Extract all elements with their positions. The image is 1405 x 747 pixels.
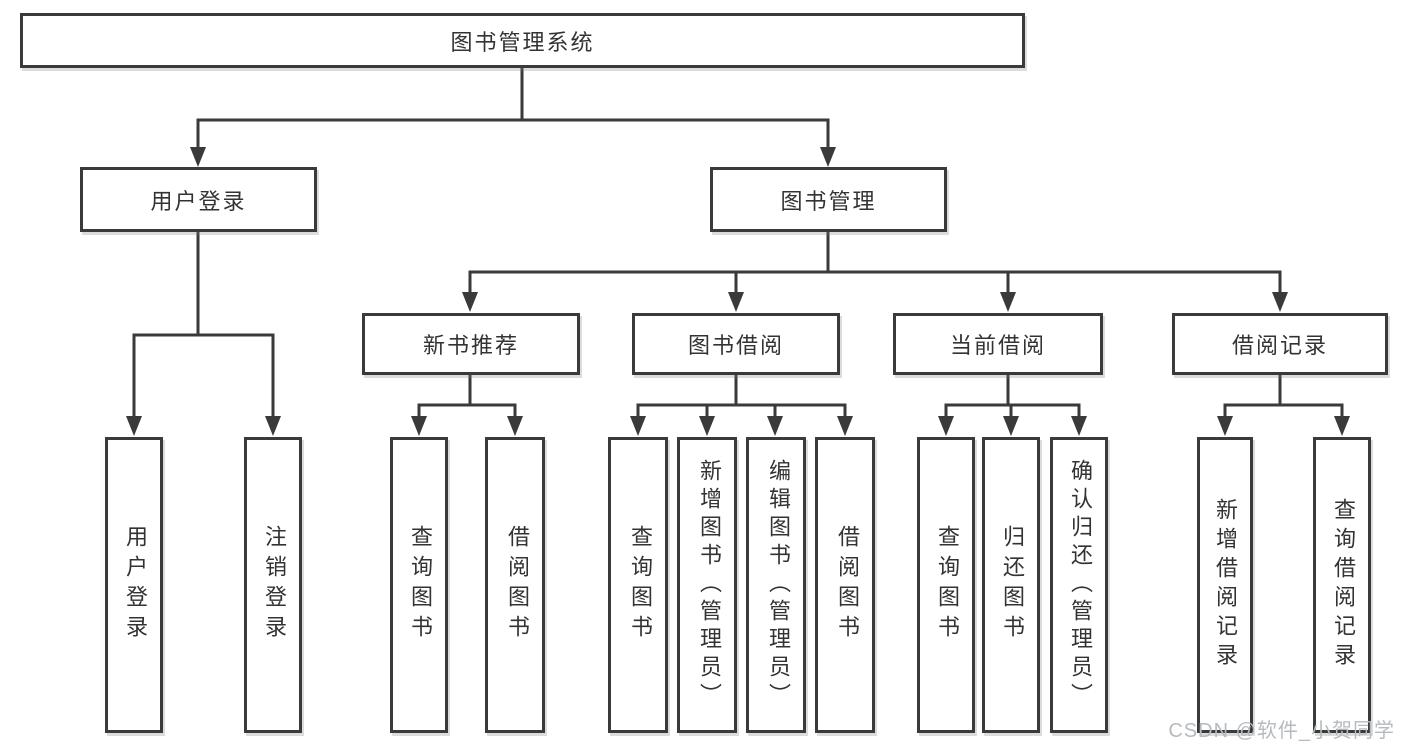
node-new-book-recommendation: 新书推荐 xyxy=(362,313,580,375)
node-current-borrowing: 当前借阅 xyxy=(893,313,1103,375)
leaf-query-books-current: 查询图书 xyxy=(917,437,975,733)
node-book-borrowing: 图书借阅 xyxy=(632,313,840,375)
leaf-add-borrow-record: 新增借阅记录 xyxy=(1197,437,1253,733)
node-library-system: 图书管理系统 xyxy=(20,13,1025,68)
leaf-edit-books-admin: 编辑图书（管理员） xyxy=(746,437,806,733)
leaf-return-books: 归还图书 xyxy=(982,437,1040,733)
leaf-borrow-books-recommend: 借阅图书 xyxy=(485,437,545,733)
node-borrowing-records: 借阅记录 xyxy=(1172,313,1388,375)
leaf-logout-login: 注销登录 xyxy=(244,437,302,733)
node-book-management: 图书管理 xyxy=(710,167,947,232)
leaf-query-books-borrowing: 查询图书 xyxy=(608,437,668,733)
node-user-login: 用户登录 xyxy=(80,167,317,232)
leaf-query-borrow-record: 查询借阅记录 xyxy=(1313,437,1371,733)
leaf-confirm-return-admin: 确认归还（管理员） xyxy=(1050,437,1108,733)
leaf-query-books-recommend: 查询图书 xyxy=(390,437,448,733)
leaf-add-books-admin: 新增图书（管理员） xyxy=(677,437,737,733)
leaf-user-login: 用户登录 xyxy=(105,437,163,733)
leaf-borrow-books-borrowing: 借阅图书 xyxy=(815,437,875,733)
watermark-text: CSDN @软件_小贺同学 xyxy=(1168,720,1395,742)
